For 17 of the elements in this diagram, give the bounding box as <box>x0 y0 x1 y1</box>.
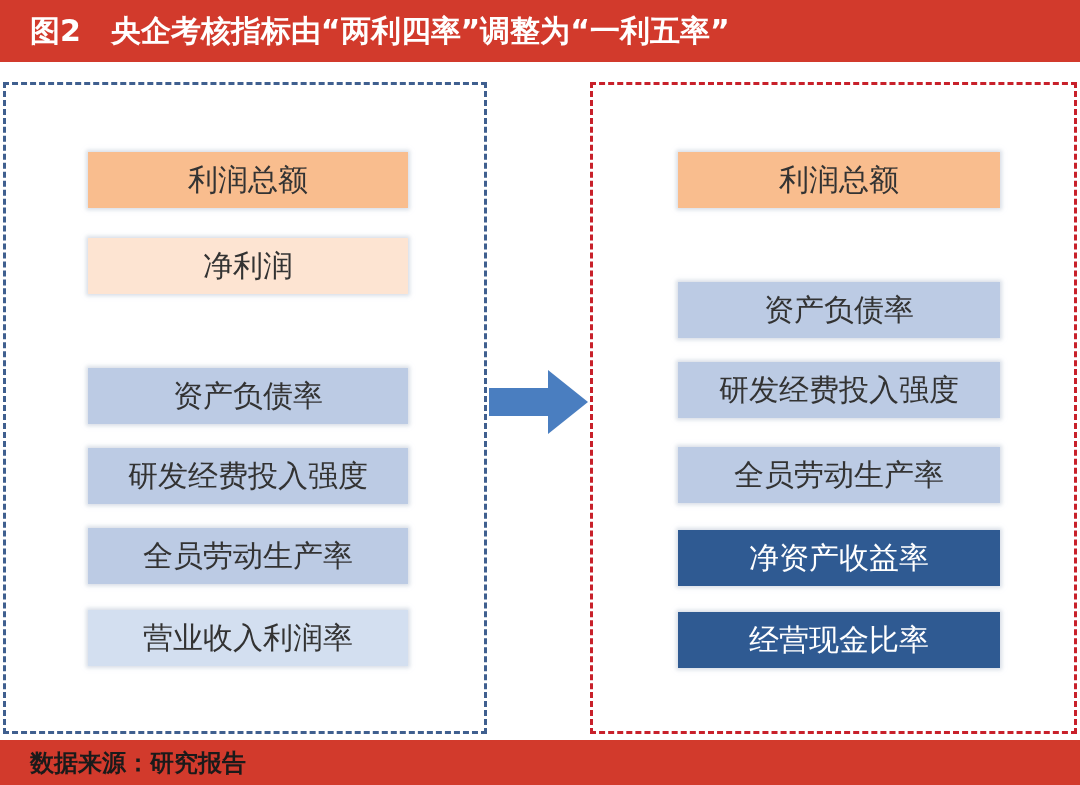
title-banner: 图2 央企考核指标由“两利四率”调整为“一利五率” <box>0 0 1080 62</box>
indicator-box: 资产负债率 <box>678 282 1000 338</box>
indicator-box: 研发经费投入强度 <box>88 448 408 504</box>
dashed-frame <box>590 82 1077 734</box>
indicator-box: 全员劳动生产率 <box>678 447 1000 503</box>
indicator-box: 研发经费投入强度 <box>678 362 1000 418</box>
indicator-box: 利润总额 <box>88 152 408 208</box>
dashed-frame <box>3 82 487 734</box>
indicator-box: 营业收入利润率 <box>88 610 408 666</box>
block-arrow <box>489 370 588 434</box>
indicator-box: 经营现金比率 <box>678 612 1000 668</box>
indicator-box: 利润总额 <box>678 152 1000 208</box>
source-note: 数据来源：研究报告 <box>0 740 1080 785</box>
indicator-box: 净资产收益率 <box>678 530 1000 586</box>
indicator-box: 资产负债率 <box>88 368 408 424</box>
indicator-box: 全员劳动生产率 <box>88 528 408 584</box>
indicator-box: 净利润 <box>88 238 408 294</box>
